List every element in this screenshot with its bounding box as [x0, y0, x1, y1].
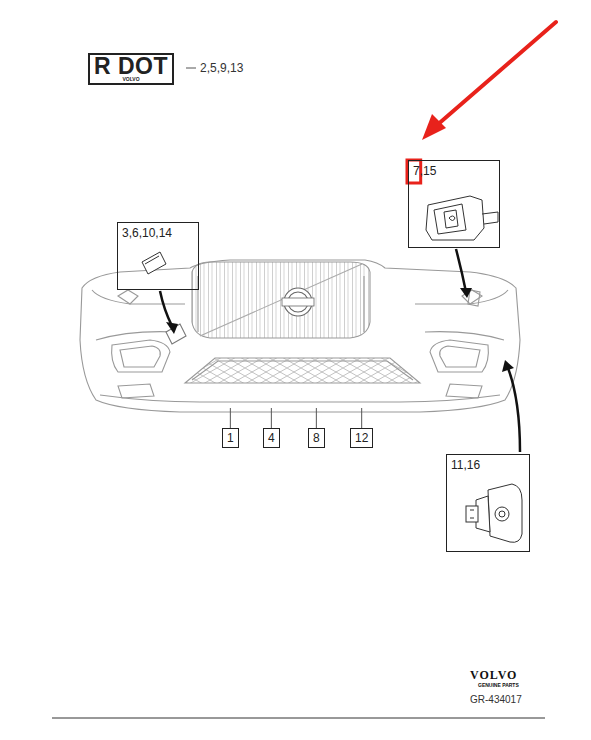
- callout-number: 3,6,10,14: [118, 223, 172, 240]
- callout-number: 12: [355, 431, 368, 445]
- callout-number: 7,15: [409, 161, 436, 178]
- inset-box: 3,6,10,14: [117, 222, 199, 290]
- callout-box: 1: [222, 428, 239, 448]
- brand-logo: VOLVO: [470, 668, 517, 683]
- figure-id: GR-434017: [470, 694, 522, 705]
- callout-number: 11,16: [447, 455, 480, 472]
- inset-box: 7,15: [408, 160, 500, 248]
- brand-subtitle: GENUINE PARTS: [478, 682, 519, 688]
- callout-box: 8: [308, 428, 325, 448]
- callout-number: 8: [313, 431, 320, 445]
- logo-box: R DOTVOLVO: [88, 53, 174, 85]
- callout-box: 12: [350, 428, 373, 448]
- callout-number: 1: [227, 431, 234, 445]
- leader-line: [316, 408, 317, 428]
- callout-number: 4: [268, 431, 275, 445]
- logo-subtext: VOLVO: [94, 77, 168, 82]
- leader-line: [271, 408, 272, 428]
- leader-line: [361, 408, 362, 428]
- logo-text: R DOT: [94, 55, 168, 77]
- callout-number: 2,5,9,13: [200, 61, 243, 75]
- leader-line: [230, 408, 231, 428]
- inset-box: 11,16: [446, 454, 530, 552]
- callout-box: 4: [263, 428, 280, 448]
